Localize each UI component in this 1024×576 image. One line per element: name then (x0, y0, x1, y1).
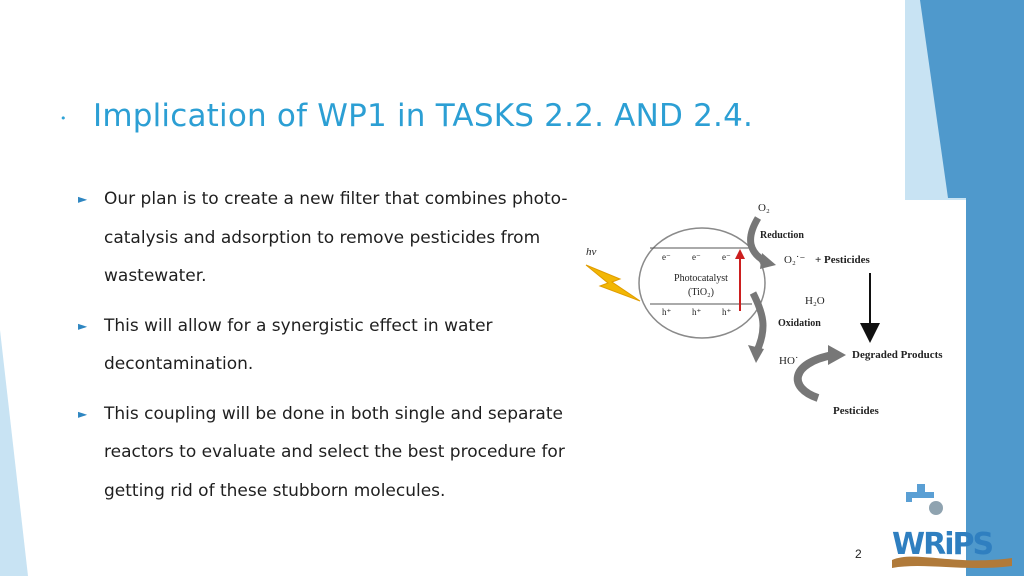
reduction-arrowhead (760, 253, 776, 269)
bullet-text: This will allow for a synergistic effect… (104, 315, 493, 375)
electron-label: e⁻ (722, 252, 731, 262)
electron-label: e⁻ (662, 252, 671, 262)
oxidation-arrowhead (748, 345, 764, 363)
logo-ground (892, 556, 1012, 568)
logo-faucet-handle (917, 484, 925, 492)
slide-title: Implication of WP1 in TASKS 2.2. AND 2.4… (93, 98, 754, 134)
bullet-arrow-icon: ► (78, 318, 88, 333)
photocatalysis-diagram: hν e⁻ e⁻ e⁻ Photocatalyst (TiO₂) h⁺ h⁺ h… (585, 202, 943, 417)
bullet-item: ► This will allow for a synergistic effe… (78, 307, 578, 384)
pesticides-label: Pesticides (833, 405, 880, 417)
title-bullet: • (60, 112, 67, 125)
logo-faucet-icon (906, 492, 934, 502)
degradation-arrow (793, 351, 834, 402)
hole-label: h⁺ (722, 307, 732, 317)
catalyst-formula: (TiO₂) (688, 287, 714, 298)
bullet-arrow-icon: ► (78, 192, 88, 206)
left-light-band (0, 330, 28, 576)
electron-label: e⁻ (692, 252, 701, 262)
bullet-arrow-icon: ► (78, 406, 88, 421)
superoxide-label: O₂˙⁻ (784, 254, 805, 266)
bullet-item: ► This coupling will be done in both sin… (78, 395, 578, 511)
wrips-logo: WRiPS (892, 484, 1012, 568)
light-label: hν (586, 246, 597, 258)
water-label: H₂O (805, 295, 825, 307)
catalyst-particle (638, 227, 766, 339)
bullet-item: ► Our plan is to create a new filter tha… (78, 180, 578, 296)
degraded-products-label: Degraded Products (852, 349, 943, 361)
logo-text: WRiPS (892, 527, 992, 562)
reduction-label: Reduction (760, 230, 804, 241)
hydroxyl-label: HO˙ (779, 355, 799, 367)
bullet-text: Our plan is to create a new filter that … (104, 189, 568, 286)
pesticides-reactant-label: + Pesticides (815, 254, 871, 266)
catalyst-label: Photocatalyst (674, 273, 728, 284)
right-dark-band (920, 0, 1024, 576)
lightning-icon (585, 264, 641, 302)
excitation-arrowhead (735, 249, 745, 259)
bullet-list: ► Our plan is to create a new filter tha… (78, 180, 578, 521)
hole-label: h⁺ (692, 307, 702, 317)
degradation-arrowhead (828, 345, 846, 365)
hole-label: h⁺ (662, 307, 672, 317)
logo-drop-icon (929, 501, 943, 515)
page-number: 2 (855, 547, 862, 561)
bullet-text: This coupling will be done in both singl… (104, 403, 565, 501)
oxidation-arrow (749, 291, 767, 355)
o2-label: O₂ (758, 202, 770, 214)
oxidation-label: Oxidation (778, 318, 821, 329)
